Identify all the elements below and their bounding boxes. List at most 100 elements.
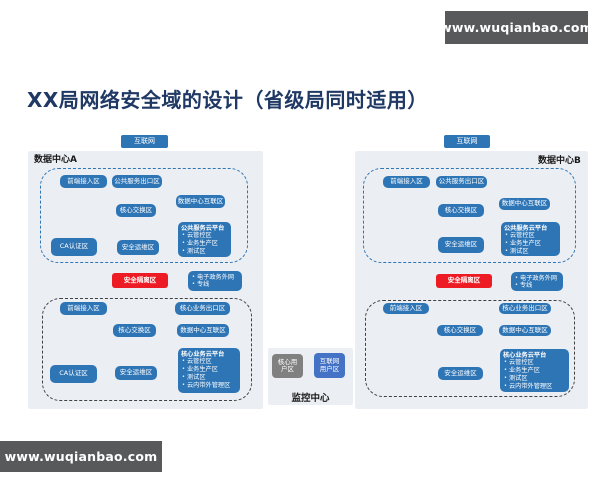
bullet-item-label: 云内带外管理区 bbox=[186, 381, 231, 389]
cloud-platform-title: 核心业务云平台 bbox=[503, 351, 547, 359]
internet-user-zone-box: 互联网用户区 bbox=[314, 353, 345, 378]
bullet-item: •业务生产区 bbox=[504, 240, 541, 248]
bullet-item: •云管控区 bbox=[503, 359, 534, 367]
bullet-item: •云管控区 bbox=[181, 358, 212, 366]
monitor-center-label: 监控中心 bbox=[291, 393, 330, 404]
bullet-item-label: 测试区 bbox=[508, 374, 528, 382]
bullet-item: •云内带外管理区 bbox=[181, 382, 230, 390]
zone-box: 数据中心互联区 bbox=[499, 325, 551, 336]
bullet-item-label: 业务生产区 bbox=[186, 366, 218, 373]
zone-box: 前端接入区 bbox=[60, 175, 107, 188]
bullet-item: •测试区 bbox=[504, 248, 529, 256]
zone-box: 数据中心互联区 bbox=[499, 198, 550, 210]
zone-box: 核心交换区 bbox=[438, 204, 484, 217]
bullet-item-label: 测试区 bbox=[186, 373, 206, 381]
security-isolation-zone-box: 安全隔离区 bbox=[112, 273, 168, 288]
bullet-icon: • bbox=[182, 358, 185, 365]
bullet-icon: • bbox=[504, 367, 507, 373]
bullet-item: •业务生产区 bbox=[181, 366, 218, 374]
zone-box: 前端接入区 bbox=[383, 176, 430, 188]
bullet-icon: • bbox=[505, 247, 508, 254]
datacenter-label: 数据中心A bbox=[34, 155, 77, 165]
bullet-item-label: 电子政务外网 bbox=[196, 273, 235, 281]
bullet-item-label: 业务生产区 bbox=[509, 240, 541, 247]
internet-service-area-outline bbox=[40, 168, 248, 263]
bullet-item: •测试区 bbox=[181, 248, 206, 256]
zone-box: 核心业务出口区 bbox=[175, 302, 230, 315]
bullet-item: •云内带外管理区 bbox=[503, 383, 552, 391]
bullet-icon: • bbox=[182, 366, 185, 372]
core-business-area-outline bbox=[365, 300, 575, 397]
security-isolation-zone-box: 安全隔离区 bbox=[436, 274, 492, 288]
zone-box: 核心交换区 bbox=[113, 324, 156, 337]
zone-box: 数据中心互联区 bbox=[176, 195, 225, 208]
bullet-item-label: 云管控区 bbox=[508, 359, 534, 367]
zone-box-line: 用户区 bbox=[319, 364, 340, 373]
bullet-item-label: 业务生产区 bbox=[186, 240, 218, 247]
zone-box-line: 户区 bbox=[281, 365, 294, 373]
bullet-item-label: 云内带外管理区 bbox=[508, 382, 553, 390]
zone-box: 公共服务出口区 bbox=[436, 176, 487, 188]
bullet-icon: • bbox=[182, 381, 185, 388]
bullet-item-label: 专线 bbox=[196, 281, 210, 289]
zone-box: 核心交换区 bbox=[116, 204, 156, 217]
bullet-item-label: 专线 bbox=[519, 282, 533, 290]
bullet-item: •云管控区 bbox=[181, 232, 212, 240]
bullet-icon: • bbox=[192, 273, 195, 280]
zone-box: 数据中心互联区 bbox=[177, 324, 229, 337]
zone-box: 安全运维区 bbox=[117, 240, 159, 255]
bullet-item-label: 云管控区 bbox=[186, 232, 212, 240]
zone-box: CA认证区 bbox=[51, 238, 97, 256]
bullet-item: •业务生产区 bbox=[503, 367, 540, 375]
zone-box-line: 互联网 bbox=[319, 357, 340, 366]
bullet-icon: • bbox=[505, 232, 508, 239]
core-business-area-outline bbox=[42, 298, 252, 401]
internet-box: 互联网 bbox=[444, 135, 490, 148]
cloud-platform-title: 公共服务云平台 bbox=[181, 224, 225, 232]
bullet-icon: • bbox=[182, 373, 185, 380]
bullet-item-label: 云管控区 bbox=[186, 358, 212, 366]
core-business-cloud-platform-box: 核心业务云平台•云管控区•业务生产区•测试区•云内带外管理区 bbox=[178, 348, 240, 393]
bullet-item-label: 测试区 bbox=[186, 247, 206, 255]
egov-extranet-box: •电子政务外网•专线 bbox=[188, 271, 242, 291]
bullet-item: •业务生产区 bbox=[181, 240, 218, 248]
bullet-icon: • bbox=[504, 359, 507, 366]
bullet-item: •测试区 bbox=[503, 375, 528, 383]
bullet-item: •专线 bbox=[514, 282, 532, 290]
egov-extranet-box: •电子政务外网•专线 bbox=[511, 272, 563, 291]
bullet-icon: • bbox=[192, 281, 195, 288]
bullet-item: •云管控区 bbox=[504, 232, 535, 240]
zone-box: 安全运维区 bbox=[438, 367, 483, 380]
cloud-platform-title: 核心业务云平台 bbox=[181, 350, 225, 358]
bullet-icon: • bbox=[504, 374, 507, 381]
public-service-cloud-platform-box: 公共服务云平台•云管控区•业务生产区•测试区 bbox=[178, 222, 231, 257]
bullet-icon: • bbox=[505, 240, 508, 246]
bullet-item: •电子政务外网 bbox=[191, 274, 234, 282]
bullet-icon: • bbox=[182, 247, 185, 254]
watermark-bottom: www.wuqianbao.com bbox=[0, 441, 162, 472]
zone-box: 核心交换区 bbox=[437, 325, 483, 336]
zone-box: 核心业务出口区 bbox=[499, 303, 551, 314]
internet-service-area-outline bbox=[363, 168, 576, 263]
zone-box: 前端接入区 bbox=[383, 303, 429, 314]
watermark-top: www.wuqianbao.com bbox=[440, 11, 593, 44]
bullet-item: •电子政务外网 bbox=[514, 275, 557, 283]
core-user-zone-box: 核心用户区 bbox=[272, 354, 303, 378]
zone-box: 公共服务出口区 bbox=[112, 175, 162, 188]
bullet-item-label: 测试区 bbox=[509, 247, 529, 255]
datacenter-label: 数据中心B bbox=[538, 156, 581, 166]
cloud-platform-title: 公共服务云平台 bbox=[504, 224, 548, 232]
bullet-icon: • bbox=[515, 282, 518, 289]
page-title: XX局网络安全域的设计（省级局同时适用） bbox=[27, 88, 428, 112]
public-service-cloud-platform-box: 公共服务云平台•云管控区•业务生产区•测试区 bbox=[501, 222, 560, 256]
zone-box: CA认证区 bbox=[50, 365, 97, 383]
zone-box: 安全运维区 bbox=[438, 237, 484, 253]
bullet-icon: • bbox=[504, 382, 507, 389]
zone-box: 安全运维区 bbox=[115, 366, 157, 380]
bullet-item-label: 云管控区 bbox=[509, 232, 535, 240]
zone-box: 前端接入区 bbox=[60, 302, 107, 315]
bullet-item-label: 电子政务外网 bbox=[519, 274, 558, 282]
bullet-icon: • bbox=[515, 274, 518, 281]
bullet-icon: • bbox=[182, 232, 185, 239]
